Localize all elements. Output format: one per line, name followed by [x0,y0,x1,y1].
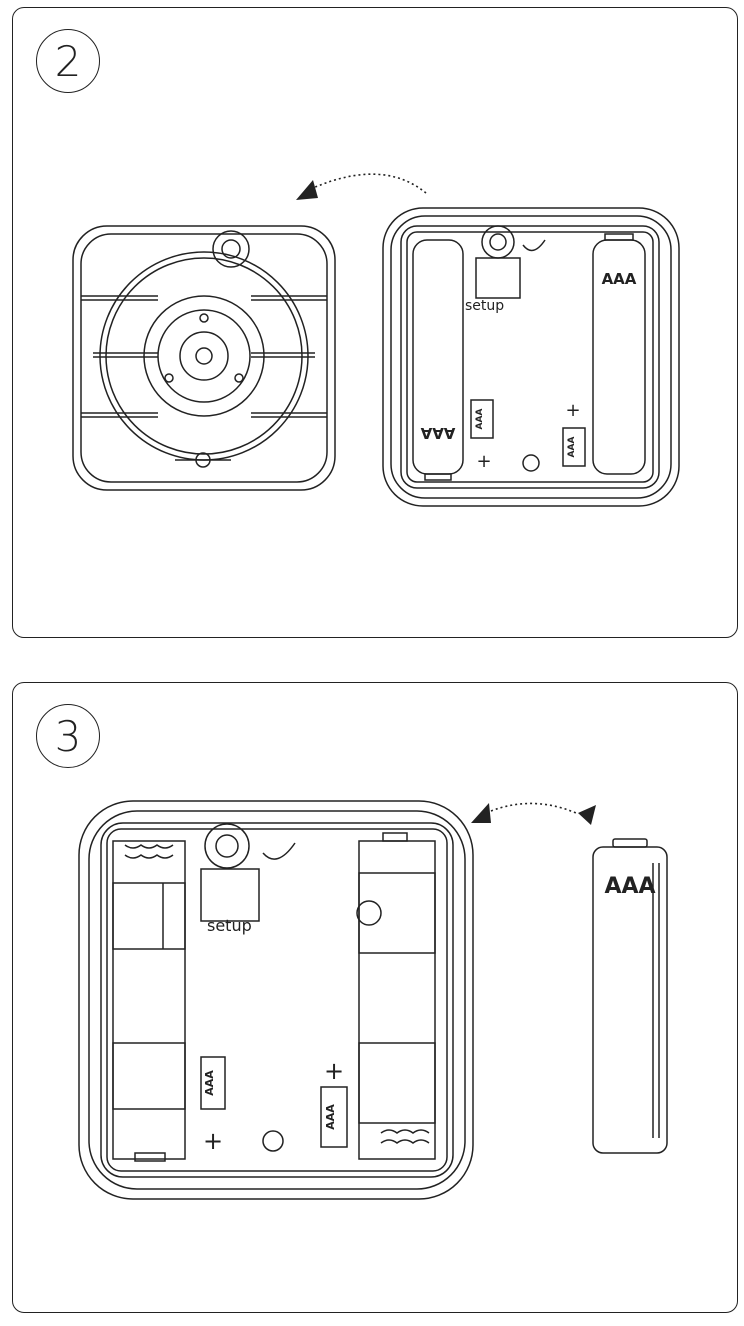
plus-icon: + [324,1057,344,1085]
polarity-label: AAA [203,1070,216,1096]
step-number: 2 [54,36,82,86]
setup-label: setup [465,298,504,314]
aaa-battery [592,838,668,1154]
double-arrow-icon [471,802,596,825]
battery-label: AAA [604,874,655,899]
device-base-with-batteries [382,207,680,507]
polarity-label: AAA [567,437,577,458]
device-cover [72,225,336,491]
step-3-panel: 3 [12,682,738,1313]
plus-icon: + [203,1127,223,1155]
setup-label: setup [207,916,252,935]
polarity-label: AAA [475,409,485,430]
step-number: 3 [54,711,82,761]
battery-label: AAA [420,424,455,442]
polarity-label: AAA [324,1104,337,1130]
step-2-panel: 2 [12,7,738,638]
device-base-empty [78,800,474,1200]
step-number-badge: 2 [36,29,100,93]
step-3-illustration: setup AAA AAA + + AAA [78,800,668,1200]
rotate-arrow-icon [296,173,427,200]
plus-icon: + [565,400,580,421]
step-2-illustration: setup AAA AAA AAA AAA + + [72,173,680,507]
battery-label: AAA [602,270,637,288]
step-number-badge: 3 [36,704,100,768]
plus-icon: + [476,451,491,472]
